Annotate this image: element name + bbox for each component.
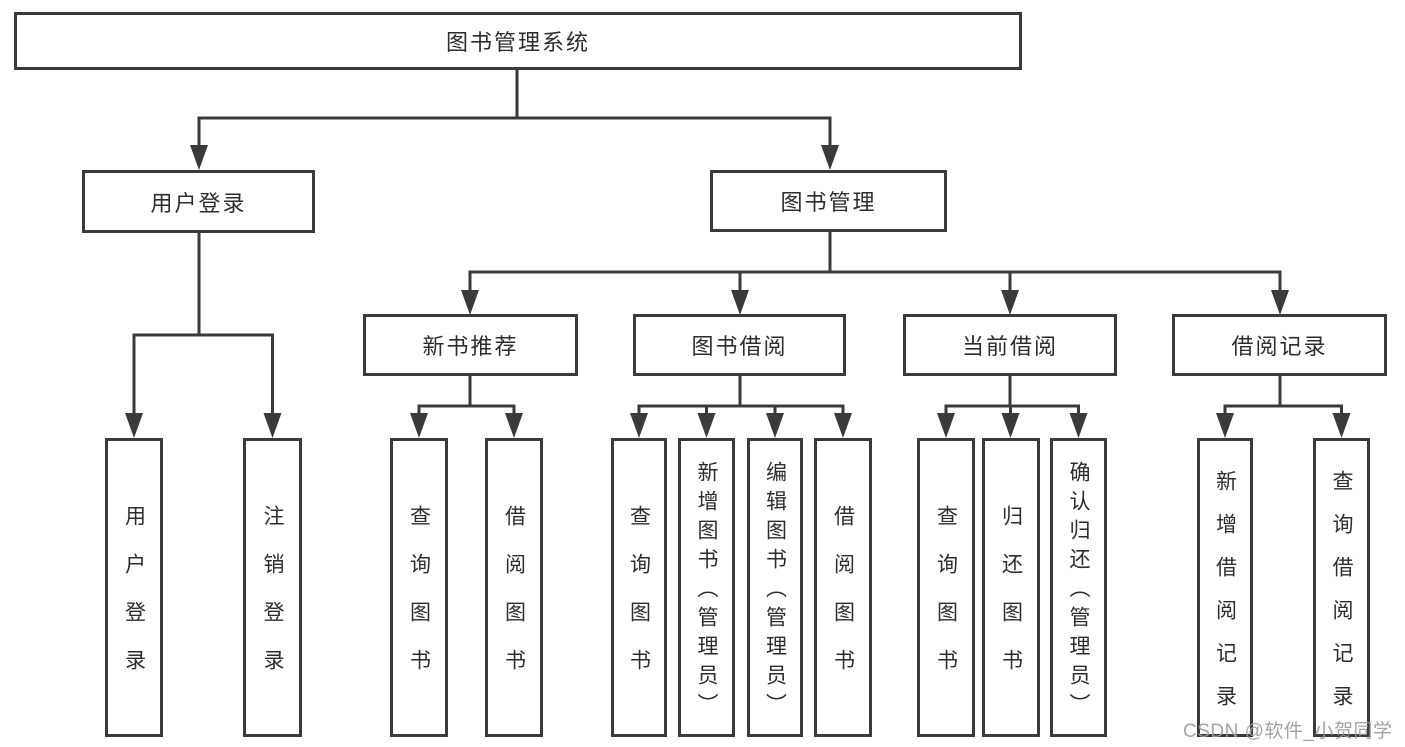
node-label: 当前借阅 <box>961 334 1058 359</box>
leaf-borrowing-search-books: 查询图书 <box>611 438 667 737</box>
connector-lines <box>132 68 1343 420</box>
leaf-borrowing-borrow-books: 借阅图书 <box>814 438 872 737</box>
leaf-user-login: 用户登录 <box>105 438 163 737</box>
leaf-records-add-record: 新增借阅记录 <box>1197 438 1253 737</box>
node-book-management: 图书管理 <box>710 170 947 232</box>
leaf-borrowing-edit-books-admin: 编辑图书（管理员） <box>747 438 803 737</box>
leaf-label: 确认归还（管理员） <box>1067 461 1090 722</box>
leaf-label: 编辑图书（管理员） <box>763 461 787 722</box>
leaf-newbook-borrow-books: 借阅图书 <box>485 438 543 737</box>
leaf-records-search-record: 查询借阅记录 <box>1313 438 1370 737</box>
node-label: 新书推荐 <box>422 334 519 359</box>
connector-arrowheads <box>125 145 1351 438</box>
node-borrowing-records: 借阅记录 <box>1172 314 1387 376</box>
leaf-label: 新增图书（管理员） <box>695 461 718 722</box>
leaf-current-return-books: 归还图书 <box>982 438 1040 737</box>
node-user-login: 用户登录 <box>82 170 315 233</box>
node-label: 图书借阅 <box>691 334 788 359</box>
node-label: 图书管理 <box>780 190 877 215</box>
leaf-label: 归还图书 <box>999 505 1023 697</box>
leaf-borrowing-add-books-admin: 新增图书（管理员） <box>678 438 735 737</box>
leaf-label: 查询图书 <box>627 505 651 697</box>
node-book-management-system: 图书管理系统 <box>14 12 1022 70</box>
node-current-borrowing: 当前借阅 <box>903 314 1117 376</box>
node-label: 图书管理系统 <box>445 30 590 55</box>
leaf-label: 借阅图书 <box>831 505 855 697</box>
leaf-logout: 注销登录 <box>243 438 302 737</box>
watermark: CSDN @软件_小贺同学 <box>1183 721 1393 742</box>
node-book-borrowing: 图书借阅 <box>633 314 846 376</box>
leaf-newbook-search-books: 查询图书 <box>390 438 448 737</box>
node-new-book-recommendation: 新书推荐 <box>363 314 578 376</box>
leaf-label: 新增借阅记录 <box>1213 469 1237 728</box>
leaf-label: 用户登录 <box>122 505 146 697</box>
node-label: 用户登录 <box>150 190 247 216</box>
leaf-current-search-books: 查询图书 <box>917 438 975 737</box>
leaf-label: 借阅图书 <box>502 505 526 697</box>
leaf-label: 查询图书 <box>934 505 958 697</box>
leaf-label: 查询借阅记录 <box>1330 469 1353 728</box>
leaf-label: 查询图书 <box>407 505 431 697</box>
leaf-current-confirm-return-admin: 确认归还（管理员） <box>1050 438 1107 737</box>
leaf-label: 注销登录 <box>261 505 284 697</box>
node-label: 借阅记录 <box>1231 334 1328 359</box>
